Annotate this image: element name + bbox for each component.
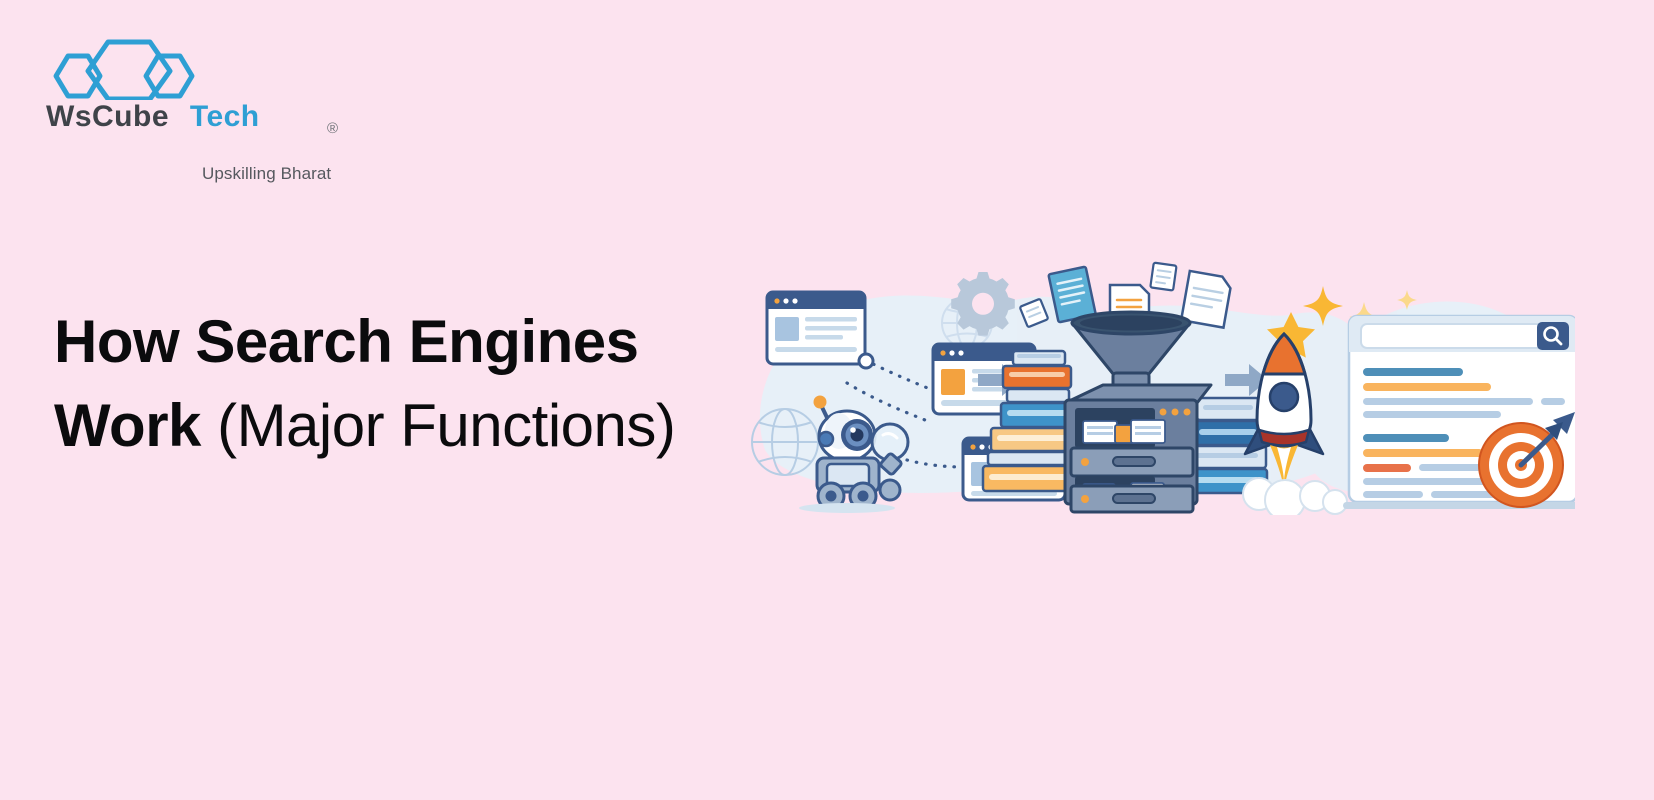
document-icon <box>1149 261 1178 292</box>
page-title-light: (Major Functions) <box>200 392 676 459</box>
document-icon <box>1179 269 1232 330</box>
browser-window-icon <box>765 290 875 370</box>
target-bullseye-icon <box>1478 412 1575 508</box>
gear-icon <box>951 272 1015 336</box>
arrow-right-icon <box>1225 364 1268 396</box>
filing-cabinet-icon <box>1063 383 1213 514</box>
brand-logo: WsCube Tech ® Upskilling Bharat <box>46 38 346 183</box>
logo-name-primary: WsCube <box>46 100 169 133</box>
crawler-robot-icon <box>799 395 910 513</box>
page-title-bold-line1: How Search Engines <box>54 308 639 375</box>
page-title-bold-line2: Work <box>54 392 201 459</box>
logo-tagline: Upskilling Bharat <box>202 164 332 183</box>
sparkle-icon <box>1303 286 1343 326</box>
hexagon-cluster-icon <box>46 38 216 102</box>
logo-wordmark: WsCube Tech <box>46 100 346 136</box>
sparkle-icon <box>1397 290 1417 310</box>
magnifier-icon <box>870 422 910 476</box>
globe-icon <box>751 408 819 476</box>
search-input <box>1360 323 1558 349</box>
registered-trademark-icon: ® <box>327 120 339 137</box>
logo-name-secondary: Tech <box>189 100 260 133</box>
funnel-icon <box>1070 310 1192 403</box>
document-icon <box>1019 298 1049 328</box>
page-title: How Search Engines Work (Major Functions… <box>54 300 774 468</box>
book-stack-icon <box>981 349 1081 493</box>
search-engine-process-illustration <box>735 250 1575 515</box>
search-icon <box>1537 322 1569 350</box>
